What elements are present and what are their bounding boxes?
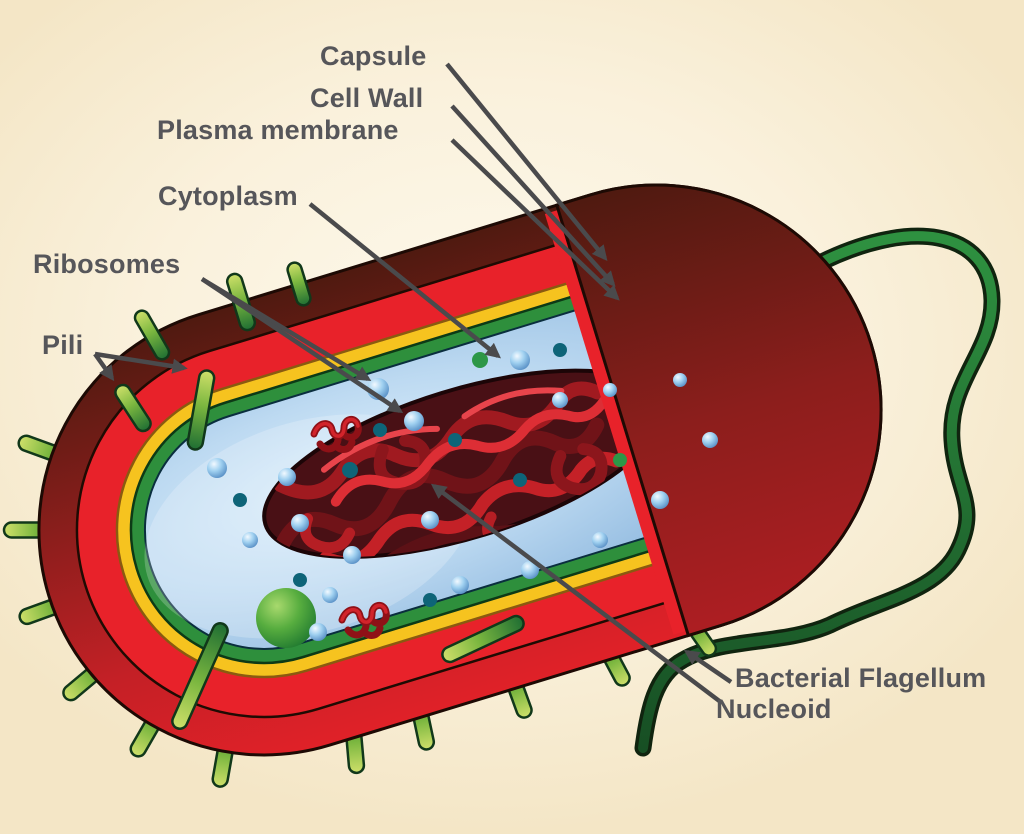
ribosome-dot bbox=[242, 532, 258, 548]
pilus bbox=[286, 261, 312, 307]
ribosomes-group bbox=[207, 350, 718, 641]
ribosome-dot bbox=[552, 392, 568, 408]
ribosome-dot bbox=[651, 491, 669, 509]
pointer-lines bbox=[93, 62, 733, 705]
ribosomes-pointer-line bbox=[200, 277, 404, 414]
label-bacterial-flagellum: Bacterial Flagellum bbox=[735, 663, 987, 693]
pili-front-group bbox=[114, 261, 525, 730]
ribosome-dot bbox=[207, 458, 227, 478]
pilus bbox=[171, 622, 229, 730]
teal-granule bbox=[293, 573, 307, 587]
pili-pointer-line bbox=[94, 351, 188, 374]
ribosome-dot bbox=[278, 468, 296, 486]
label-ribosomes: Ribosomes bbox=[33, 249, 181, 279]
teal-granule bbox=[513, 473, 527, 487]
pilus bbox=[186, 369, 216, 451]
ribosome-dot bbox=[291, 514, 309, 532]
storage-granule bbox=[256, 588, 316, 648]
label-cytoplasm: Cytoplasm bbox=[158, 181, 298, 211]
teal-granule bbox=[553, 343, 567, 357]
capsule-end-dome bbox=[554, 183, 883, 638]
ribosome-dot bbox=[603, 383, 617, 397]
ribosome-dot bbox=[673, 373, 687, 387]
flagellum-pointer-line bbox=[683, 649, 733, 684]
plasmid-highlight bbox=[312, 417, 388, 624]
ribosome-dot bbox=[309, 623, 327, 641]
plasma-membrane-pointer-line bbox=[450, 138, 620, 301]
ribosome-dot bbox=[322, 587, 338, 603]
teal-granule bbox=[448, 433, 462, 447]
capsule-pointer-line bbox=[445, 62, 608, 261]
ribosome-dot bbox=[521, 561, 539, 579]
pili-pointer-line bbox=[93, 352, 115, 382]
ribosome-dot bbox=[702, 432, 718, 448]
label-plasma-membrane: Plasma membrane bbox=[157, 115, 399, 145]
pilus bbox=[114, 383, 152, 433]
teal-granule bbox=[342, 462, 358, 478]
granule-dots-group bbox=[233, 343, 627, 607]
nucleoid-pointer-line bbox=[430, 483, 724, 705]
pilus bbox=[441, 614, 525, 664]
ribosome-dot bbox=[592, 532, 608, 548]
pilus bbox=[133, 309, 171, 361]
green-granule bbox=[472, 352, 488, 368]
green-granule bbox=[613, 453, 627, 467]
ribosome-dot bbox=[510, 350, 530, 370]
teal-granule bbox=[373, 423, 387, 437]
label-capsule: Capsule bbox=[320, 41, 427, 71]
teal-granule bbox=[423, 593, 437, 607]
label-pili: Pili bbox=[42, 330, 84, 360]
label-cell-wall: Cell Wall bbox=[310, 83, 424, 113]
organelles bbox=[207, 343, 718, 648]
ribosome-dot bbox=[451, 576, 469, 594]
ribosome-dot bbox=[421, 511, 439, 529]
teal-granule bbox=[233, 493, 247, 507]
label-nucleoid: Nucleoid bbox=[716, 694, 832, 724]
cytoplasm-pointer-line bbox=[308, 202, 501, 359]
cell-wall-pointer-line bbox=[450, 104, 616, 287]
ribosome-dot bbox=[404, 411, 424, 431]
ribosome-dot bbox=[343, 546, 361, 564]
